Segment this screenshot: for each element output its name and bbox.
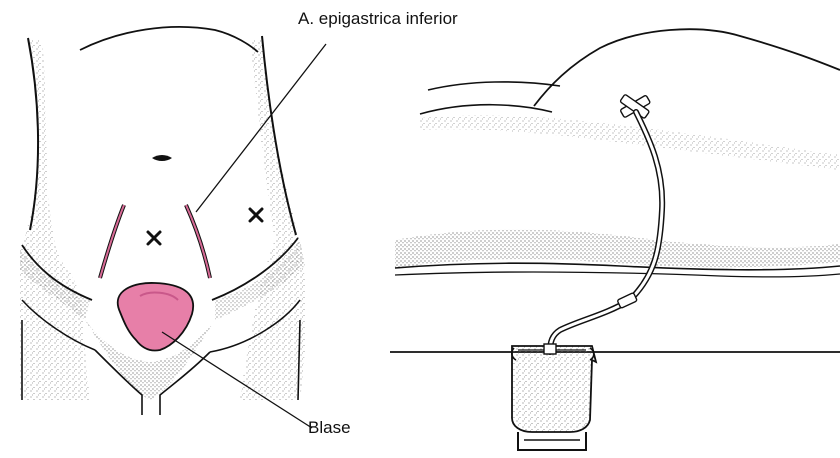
lateral-view	[390, 29, 840, 450]
rib-margin-line	[80, 27, 258, 52]
body-fold-upper	[428, 82, 560, 90]
left-flank-shading	[20, 40, 90, 400]
puncture-x-mark-right	[250, 209, 262, 221]
puncture-x-mark-center	[148, 232, 160, 244]
left-epigastric-vessel	[100, 205, 124, 278]
navel	[152, 155, 172, 161]
bed-surface-line	[395, 272, 840, 277]
right-epigastric-vessel-outline	[186, 205, 210, 278]
artery-label: A. epigastrica inferior	[298, 9, 458, 29]
body-fold-lower	[420, 105, 552, 114]
catheter-connector	[617, 293, 637, 309]
abdomen-contour	[534, 29, 840, 106]
bladder-label: Blase	[308, 418, 351, 438]
abdomen-front-view	[20, 27, 326, 428]
abdomen-shading	[420, 115, 840, 170]
urine-bag-icon	[512, 344, 596, 450]
thigh-shading	[395, 230, 840, 268]
